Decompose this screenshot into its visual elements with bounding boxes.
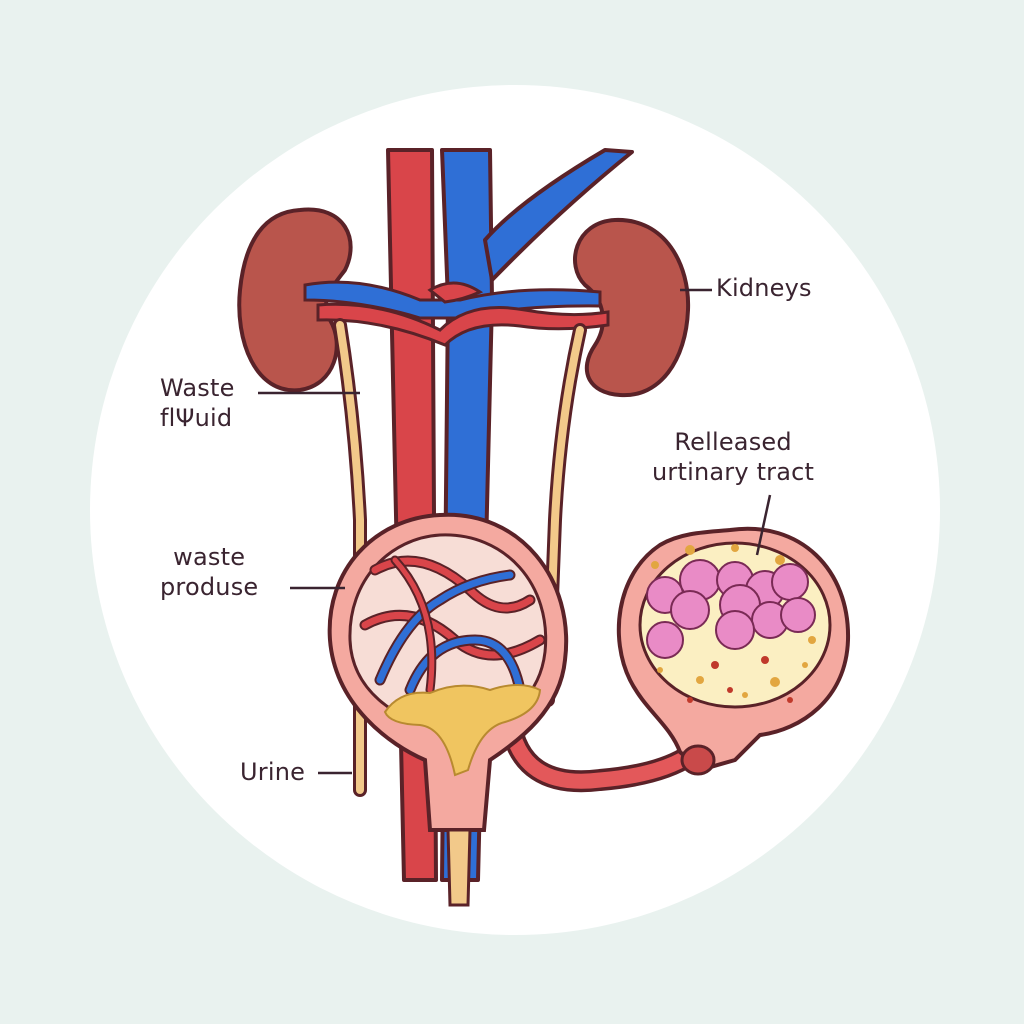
label-waste-produse: waste produse <box>160 542 258 602</box>
leader-lines <box>258 288 772 775</box>
tract-dots <box>687 656 793 703</box>
label-waste-fluid-line2: flΨuid <box>160 404 233 432</box>
label-waste-fluid: Waste flΨuid <box>160 373 235 433</box>
label-kidneys: Kidneys <box>716 273 812 303</box>
tract-cells <box>646 559 816 659</box>
bladder-vessels <box>359 555 546 696</box>
urethra <box>446 828 472 907</box>
vein-branch <box>483 148 634 282</box>
tract-sac-opening <box>680 744 716 776</box>
left-kidney <box>237 207 353 393</box>
label-released-line2: urtinary tract <box>652 458 815 486</box>
tract-specks <box>651 544 816 698</box>
label-kidneys-text: Kidneys <box>716 274 812 302</box>
right-ureter-fill <box>544 326 584 704</box>
urine-pool <box>383 684 542 777</box>
label-urine-text: Urine <box>240 758 306 786</box>
label-released-line1: Relleased <box>674 428 792 456</box>
label-waste-produse-line2: produse <box>160 573 259 601</box>
label-released: Relleased urtinary tract <box>652 427 814 487</box>
label-urine: Urine <box>240 757 305 787</box>
renal-artery <box>316 302 610 347</box>
label-waste-produse-line1: waste <box>173 543 246 571</box>
released-leader <box>755 494 772 556</box>
renal-artery-bump <box>427 281 484 304</box>
label-waste-fluid-line1: Waste <box>160 374 235 402</box>
right-kidney <box>573 217 691 398</box>
left-ureter-fill <box>336 321 364 794</box>
connecting-tube-fill <box>502 712 698 789</box>
